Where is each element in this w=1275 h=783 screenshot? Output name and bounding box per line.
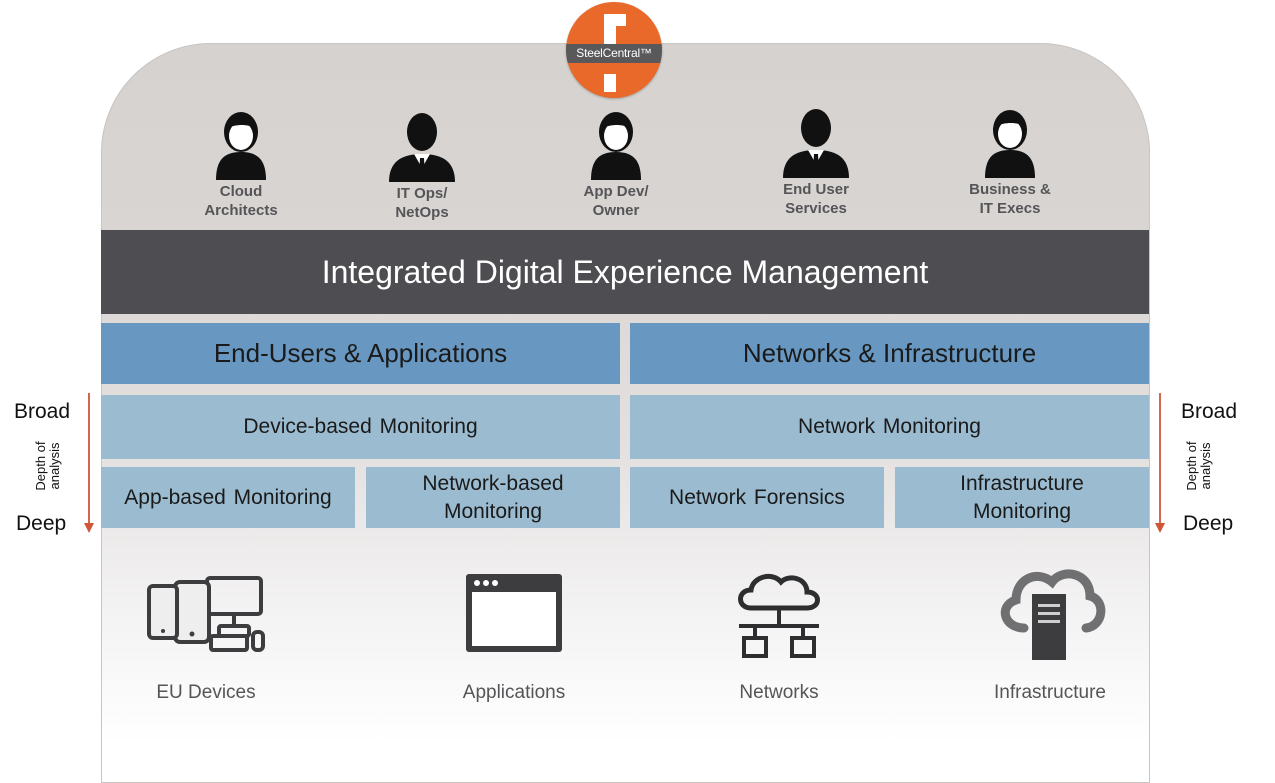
resource-label: Networks	[739, 682, 819, 703]
banner-title: Integrated Digital Experience Management	[101, 230, 1149, 314]
cloud-network-icon	[738, 573, 820, 658]
persona-it-ops: IT Ops/NetOps	[362, 110, 482, 222]
persona-label: IT Ops/NetOps	[395, 185, 449, 221]
logo-brand-text: SteelCentral™	[576, 46, 652, 60]
businessman-icon	[783, 109, 849, 178]
resource-infrastructure: Infrastructure	[940, 562, 1160, 704]
persona-label: App Dev/Owner	[583, 183, 649, 219]
axis-broad-label-left: Broad	[14, 400, 71, 423]
resource-networks: Networks	[669, 568, 889, 704]
person-icon	[985, 110, 1035, 178]
axis-deep-label-right: Deep	[1183, 512, 1234, 535]
app-based-monitoring-box: App-based Monitoring	[101, 467, 355, 528]
person-icon	[216, 112, 266, 180]
browser-window-icon	[466, 574, 562, 652]
persona-app-dev: App Dev/Owner	[556, 108, 676, 220]
header-end-users-applications: End-Users & Applications	[101, 323, 620, 384]
header-networks-infrastructure: Networks & Infrastructure	[630, 323, 1149, 384]
persona-business-execs: Business &IT Execs	[950, 106, 1070, 218]
persona-label: Business &IT Execs	[969, 181, 1051, 217]
person-icon	[591, 112, 641, 180]
resource-label: EU Devices	[156, 682, 256, 703]
businessman-icon	[389, 113, 455, 182]
resource-applications: Applications	[404, 572, 624, 704]
resource-eu-devices: EU Devices	[96, 572, 316, 704]
resource-label: Applications	[462, 682, 566, 703]
network-forensics-box: Network Forensics	[630, 467, 884, 528]
steelcentral-logo-icon: SteelCentral™	[566, 2, 662, 98]
depth-arrow-right-icon	[1155, 393, 1165, 533]
resource-label: Infrastructure	[994, 682, 1106, 703]
network-monitoring-box: Network Monitoring	[630, 395, 1149, 459]
axis-broad-label-right: Broad	[1181, 400, 1238, 423]
cloud-server-icon	[1000, 569, 1106, 660]
logo-band	[566, 44, 662, 63]
devices-icon	[147, 576, 265, 652]
depth-arrow-left-icon	[84, 393, 94, 533]
axis-deep-label-left: Deep	[16, 512, 67, 535]
device-based-monitoring-box: Device-based Monitoring	[101, 395, 620, 459]
